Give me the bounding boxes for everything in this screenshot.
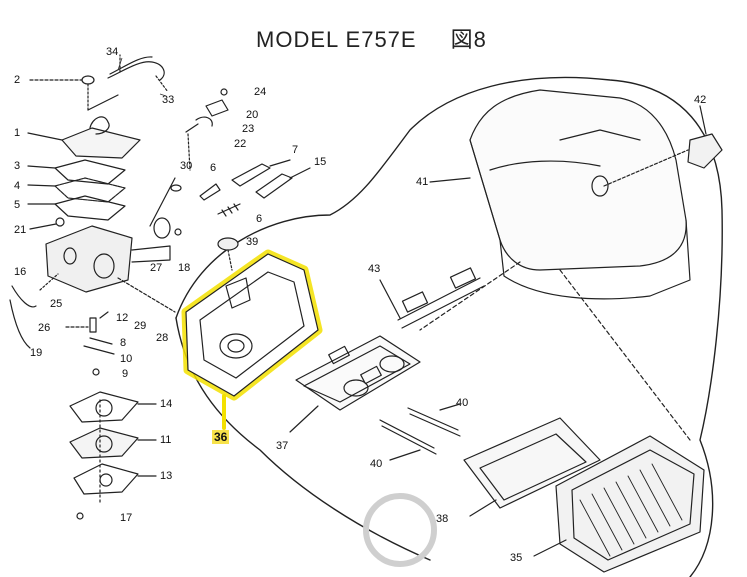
part-label-40-bottom: 40 xyxy=(370,458,383,470)
part-label-36-highlighted: 36 xyxy=(212,430,230,444)
part-label-27: 27 xyxy=(150,262,163,274)
part-label-42: 42 xyxy=(694,94,707,106)
part-label-33: 33 xyxy=(162,94,175,106)
part-label-3: 3 xyxy=(14,160,21,172)
part-label-21: 21 xyxy=(14,224,27,236)
part-label-7: 7 xyxy=(292,144,299,156)
part-label-2: 2 xyxy=(14,74,21,86)
part-label-28: 28 xyxy=(156,332,169,344)
part-label-39: 39 xyxy=(246,236,259,248)
part-label-10: 10 xyxy=(120,353,133,365)
part-label-25: 25 xyxy=(50,298,63,310)
page-title: MODEL E757E 図8 xyxy=(256,22,487,54)
model-title: MODEL E757E xyxy=(256,27,417,52)
part-label-13: 13 xyxy=(160,470,173,482)
part-label-34: 34 xyxy=(106,46,119,58)
part-label-17: 17 xyxy=(120,512,133,524)
part-label-14: 14 xyxy=(160,398,173,410)
part-label-35: 35 xyxy=(510,552,523,564)
part-label-40-top: 40 xyxy=(456,397,469,409)
part-label-9: 9 xyxy=(122,368,129,380)
part-label-6-bottom: 6 xyxy=(256,213,263,225)
part-label-26: 26 xyxy=(38,322,51,334)
part-label-19: 19 xyxy=(30,347,43,359)
part-label-18: 18 xyxy=(178,262,191,274)
part-label-22: 22 xyxy=(234,138,247,150)
part-label-24: 24 xyxy=(254,86,267,98)
part-label-16: 16 xyxy=(14,266,27,278)
part-label-1: 1 xyxy=(14,127,21,139)
part-label-4: 4 xyxy=(14,180,21,192)
part-label-29: 29 xyxy=(134,320,147,332)
part-label-8: 8 xyxy=(120,337,127,349)
part-label-20: 20 xyxy=(246,109,259,121)
part-label-5: 5 xyxy=(14,199,21,211)
part-label-11: 11 xyxy=(160,434,172,446)
part-label-43: 43 xyxy=(368,263,381,275)
part-label-6-top: 6 xyxy=(210,162,217,174)
part-label-30: 30 xyxy=(180,160,193,172)
figure-number: 図8 xyxy=(450,27,487,52)
part-label-23: 23 xyxy=(242,123,255,135)
part-label-41: 41 xyxy=(416,176,429,188)
assembly-outline xyxy=(175,76,723,577)
part-label-15: 15 xyxy=(314,156,327,168)
part-label-38: 38 xyxy=(436,513,449,525)
part-label-12: 12 xyxy=(116,312,129,324)
part-label-37: 37 xyxy=(276,440,289,452)
